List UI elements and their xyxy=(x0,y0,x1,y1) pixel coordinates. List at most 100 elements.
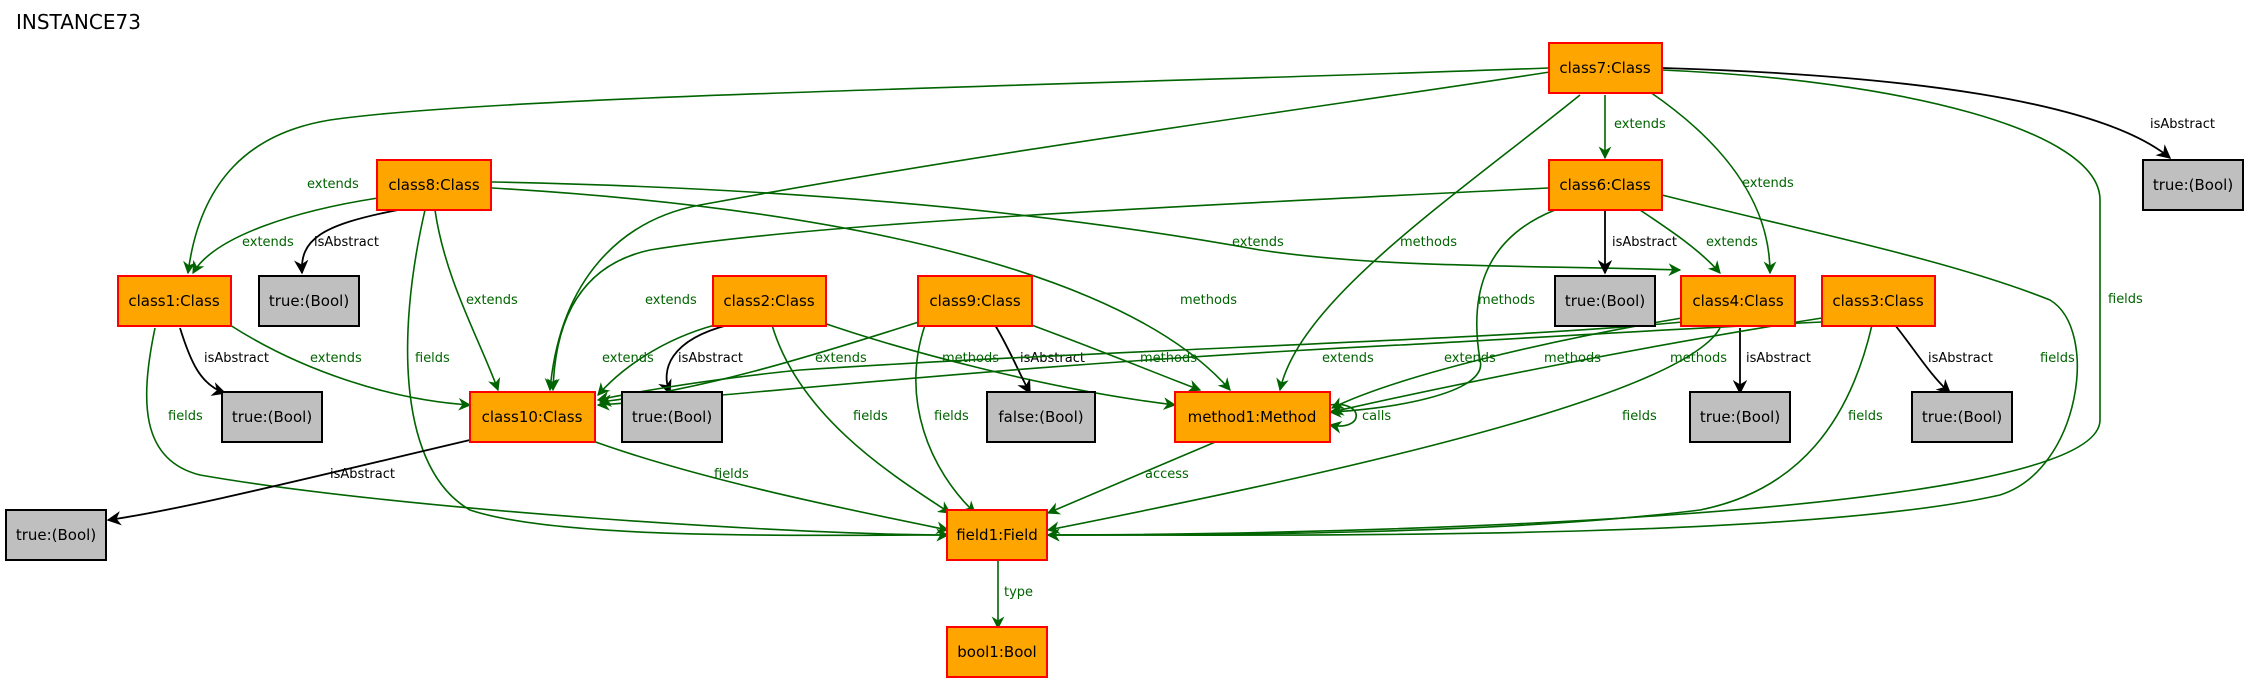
edge-label-class2-methods-method1: methods xyxy=(942,351,999,366)
edge-class8-extends-class10 xyxy=(434,209,501,392)
edge-label-class3-fields-field1: fields xyxy=(1848,409,1883,424)
node-true-class4-label: true:(Bool) xyxy=(1700,408,1780,426)
node-true-class4[interactable]: true:(Bool) xyxy=(1689,391,1791,443)
edge-label-class6-isAbstract: isAbstract xyxy=(1612,235,1677,250)
edge-class3-extends-class10 xyxy=(596,321,1823,411)
edge-class9-isAbstract-false xyxy=(994,324,1031,395)
edge-class2-extends-class10 xyxy=(597,324,716,396)
edge-label-class4-isAbstract: isAbstract xyxy=(1746,351,1811,366)
edge-label-class8-fields-field1: fields xyxy=(415,351,450,366)
diagram-title: INSTANCE73 xyxy=(16,10,141,34)
node-class7-label: class7:Class xyxy=(1559,59,1650,77)
node-true-class7-label: true:(Bool) xyxy=(2153,176,2233,194)
edge-class7-extends-class4 xyxy=(1649,91,1777,275)
edge-label-class6-methods-method1: methods xyxy=(1478,293,1535,308)
edge-label-field1-type: type xyxy=(1004,585,1033,600)
node-true-class1-label: true:(Bool) xyxy=(232,408,312,426)
edge-label-class6-extends-class4: extends xyxy=(1706,235,1758,250)
node-true-class8-label: true:(Bool) xyxy=(269,292,349,310)
node-class1[interactable]: class1:Class xyxy=(117,275,232,327)
node-class8[interactable]: class8:Class xyxy=(376,159,492,211)
node-class3-label: class3:Class xyxy=(1832,292,1923,310)
node-true-class1[interactable]: true:(Bool) xyxy=(221,391,323,443)
edge-class6-extends-class4 xyxy=(1639,209,1721,274)
edge-label-class8-extends-class1: extends xyxy=(242,235,294,250)
edge-label-class3-isAbstract: isAbstract xyxy=(1928,351,1993,366)
edge-label-class9-fields-field1: fields xyxy=(934,409,969,424)
edge-class4-extends-class10 xyxy=(596,321,1683,404)
edge-class1-fields-field1 xyxy=(145,327,950,542)
edge-method1-calls-method1 xyxy=(1328,403,1357,434)
edge-label-class7-extends-class6: extends xyxy=(1614,117,1666,132)
edge-class9-fields-field1 xyxy=(915,324,976,514)
edge-class7-extends-class10 xyxy=(544,71,1551,392)
edge-label-class3-methods-method1: methods xyxy=(1670,351,1727,366)
edge-class8-isAbstract-true xyxy=(294,209,399,275)
edge-label-class2-extends-class10: extends xyxy=(602,351,654,366)
nodes: class7:Class class8:Class class6:Class c… xyxy=(5,42,2244,678)
edge-class10-fields-field1 xyxy=(589,439,950,534)
node-class7[interactable]: class7:Class xyxy=(1548,42,1663,94)
edge-class1-isAbstract-true xyxy=(179,327,227,396)
edge-label-class8-extends-class10: extends xyxy=(466,293,518,308)
node-true-class2-label: true:(Bool) xyxy=(632,408,712,426)
node-class10[interactable]: class10:Class xyxy=(469,391,596,443)
edge-class7-methods-method1 xyxy=(1276,94,1581,392)
edge-label-class2-isAbstract: isAbstract xyxy=(678,351,743,366)
edge-label-class6-fields-field1: fields xyxy=(2040,351,2075,366)
edge-class8-extends-class1 xyxy=(192,197,379,275)
edge-label-class7-methods-method1: methods xyxy=(1400,235,1457,250)
node-class1-label: class1:Class xyxy=(128,292,219,310)
node-class2-label: class2:Class xyxy=(723,292,814,310)
node-method1[interactable]: method1:Method xyxy=(1174,391,1331,443)
edge-class8-methods-method1 xyxy=(491,187,1231,391)
edge-label-class8-isAbstract: isAbstract xyxy=(314,235,379,250)
node-true-class7[interactable]: true:(Bool) xyxy=(2142,159,2244,211)
edge-class7-isAbstract-true xyxy=(1661,67,2172,159)
edge-label-class8-methods-method1: methods xyxy=(1180,293,1237,308)
node-method1-label: method1:Method xyxy=(1188,408,1317,426)
node-true-class6-label: true:(Bool) xyxy=(1565,292,1645,310)
node-class4[interactable]: class4:Class xyxy=(1680,275,1796,327)
edges: extends extends extends methods fields i… xyxy=(106,67,2215,630)
edge-label-class4-methods-method1: methods xyxy=(1544,351,1601,366)
node-true-class8[interactable]: true:(Bool) xyxy=(258,275,360,327)
edge-class8-fields-field1 xyxy=(406,209,950,542)
edge-label-class1-isAbstract: isAbstract xyxy=(204,351,269,366)
edge-label-class3-extends-class10: extends xyxy=(1444,351,1496,366)
edge-class2-isAbstract-true xyxy=(658,324,729,395)
edge-class10-isAbstract-true xyxy=(106,439,471,526)
node-false-class9[interactable]: false:(Bool) xyxy=(986,391,1096,443)
node-class2[interactable]: class2:Class xyxy=(712,275,827,327)
edge-class2-fields-field1 xyxy=(771,324,952,514)
node-class6[interactable]: class6:Class xyxy=(1548,159,1663,211)
node-field1[interactable]: field1:Field xyxy=(946,509,1048,561)
node-class10-label: class10:Class xyxy=(482,408,583,426)
edge-class4-methods-method1 xyxy=(1330,317,1683,409)
node-class4-label: class4:Class xyxy=(1692,292,1783,310)
edge-label-class7-isAbstract: isAbstract xyxy=(2150,117,2215,132)
node-class9[interactable]: class9:Class xyxy=(917,275,1033,327)
edge-class3-methods-method1 xyxy=(1330,317,1823,416)
node-class3[interactable]: class3:Class xyxy=(1821,275,1936,327)
edge-class3-isAbstract-true xyxy=(1894,324,1952,394)
edge-label-class2-fields-field1: fields xyxy=(853,409,888,424)
edge-label-class10-isAbstract: isAbstract xyxy=(330,467,395,482)
edge-label-class4-extends-class10: extends xyxy=(1322,351,1374,366)
node-true-class2[interactable]: true:(Bool) xyxy=(621,391,723,443)
node-false-class9-label: false:(Bool) xyxy=(998,408,1083,426)
node-bool1[interactable]: bool1:Bool xyxy=(946,626,1048,678)
node-true-class6[interactable]: true:(Bool) xyxy=(1554,275,1656,327)
edge-class2-methods-method1 xyxy=(814,319,1177,410)
edge-label-method1-access: access xyxy=(1145,467,1189,482)
edge-method1-access-field1 xyxy=(1046,439,1221,515)
node-true-class10-label: true:(Bool) xyxy=(16,526,96,544)
node-true-class3[interactable]: true:(Bool) xyxy=(1911,391,2013,443)
node-class6-label: class6:Class xyxy=(1559,176,1650,194)
node-true-class10[interactable]: true:(Bool) xyxy=(5,509,107,561)
edge-label-class9-isAbstract: isAbstract xyxy=(1020,351,1085,366)
edge-class4-fields-field1 xyxy=(1046,327,1721,535)
edge-label-class8-extends-class4: extends xyxy=(1232,235,1284,250)
edge-class7-fields-field1 xyxy=(1046,69,2101,542)
